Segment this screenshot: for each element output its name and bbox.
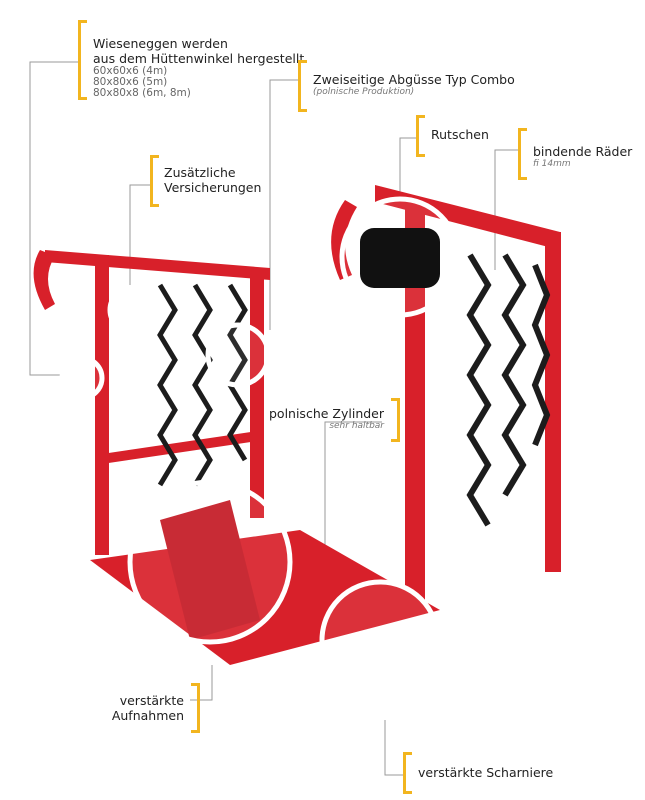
callout-wieseneggen-line1: Wieseneggen werden [93, 36, 228, 51]
callout-aufnahmen: verstärkte Aufnahmen [90, 683, 200, 733]
yellow-bracket [403, 752, 412, 794]
spec-6m-8m: 80x80x8 (6m, 8m) [93, 87, 191, 99]
callout-versicherungen-line1: Zusätzliche [164, 165, 236, 180]
callout-combo-title: Zweiseitige Abgüsse Typ Combo [313, 72, 515, 87]
spec-4m: 60x60x6 (4m) [93, 65, 168, 77]
right-frame [331, 185, 561, 600]
callout-aufnahmen-line2: Aufnahmen [111, 708, 184, 723]
yellow-bracket [518, 128, 527, 180]
callout-zylinder-sub: sehr haltbar [329, 421, 384, 431]
callout-versicherungen-line2: Versicherungen [164, 180, 262, 195]
callout-raeder: bindende Räder fi 14mm [518, 128, 638, 180]
callout-rutschen-title: Rutschen [431, 127, 489, 142]
callout-raeder-sub: fi 14mm [533, 159, 571, 169]
callout-versicherungen: Zusätzliche Versicherungen [150, 155, 280, 207]
callout-combo-sub: (polnische Produktion) [313, 87, 415, 97]
callout-zylinder-title: polnische Zylinder [268, 406, 384, 421]
right-chains [466, 253, 551, 527]
callout-scharniere: verstärkte Scharniere [403, 752, 583, 794]
callout-aufnahmen-line1: verstärkte [119, 693, 184, 708]
base-frame [90, 500, 440, 665]
yellow-bracket [298, 60, 307, 112]
callout-zylinder: polnische Zylinder sehr haltbar [250, 398, 400, 442]
callout-wieseneggen-line2: aus dem Hüttenwinkel hergestellt [93, 51, 305, 66]
left-chains [157, 283, 248, 487]
callout-raeder-title: bindende Räder [533, 144, 633, 159]
connector-lines [29, 61, 520, 776]
yellow-bracket [150, 155, 159, 207]
callout-scharniere-title: verstärkte Scharniere [418, 765, 554, 780]
yellow-bracket [78, 20, 87, 100]
callout-rutschen: Rutschen [416, 115, 526, 157]
callout-wieseneggen: Wieseneggen werden aus dem Hüttenwinkel … [78, 20, 318, 100]
spec-5m: 80x80x6 (5m) [93, 76, 168, 88]
detail-circles [59, 196, 461, 701]
yellow-bracket [391, 398, 400, 442]
yellow-bracket [191, 683, 200, 733]
rutschen-pad [360, 228, 440, 288]
yellow-bracket [416, 115, 425, 157]
callout-combo: Zweiseitige Abgüsse Typ Combo (polnische… [298, 60, 518, 112]
